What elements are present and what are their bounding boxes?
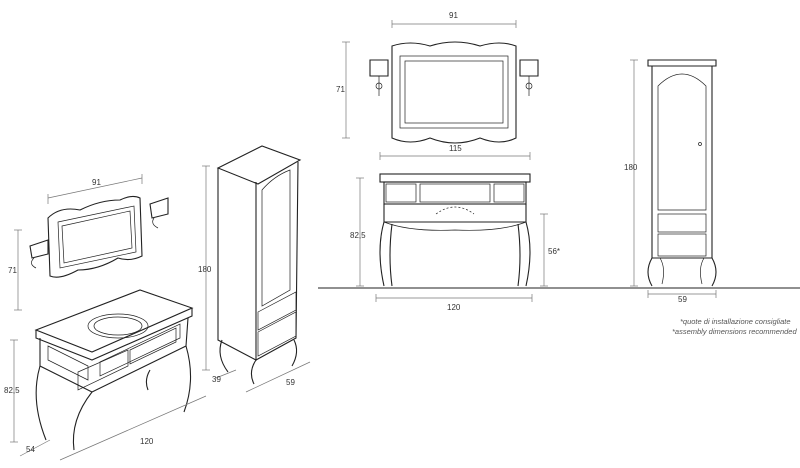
front-sconce-left [369, 59, 389, 96]
f-top-width-label: 115 [449, 144, 462, 153]
note-italian: *quote di installazione consigliate [680, 317, 791, 326]
p-vanity-height-label: 82,5 [4, 386, 20, 395]
p-column-height-label: 180 [198, 265, 212, 274]
perspective-vanity [34, 289, 194, 451]
p-column-depth-label: 39 [212, 375, 221, 384]
p-mirror-height-label: 71 [8, 266, 17, 275]
p-mirror-width-label: 91 [92, 178, 101, 187]
f-vanity-height-label: 82,5 [350, 231, 366, 240]
f-base-width-label: 120 [447, 303, 461, 312]
front-mirror [391, 41, 517, 144]
perspective-view: 91 71 82,5 54 120 [4, 145, 311, 461]
note-english: *assembly dimensions recommended [672, 327, 797, 336]
f-install-height-label: 56* [548, 247, 560, 256]
perspective-column [216, 145, 302, 385]
f-column-height-label: 180 [624, 163, 638, 172]
front-vanity [379, 173, 531, 287]
perspective-mirror [47, 195, 143, 278]
f-mirror-width-label: 91 [449, 11, 458, 20]
front-column [647, 59, 717, 287]
front-sconce-right [519, 59, 539, 96]
f-mirror-height-label: 71 [336, 85, 345, 94]
p-vanity-width-label: 120 [140, 437, 154, 446]
p-vanity-depth-label: 54 [26, 445, 35, 454]
perspective-sconce-left [29, 239, 49, 269]
perspective-sconce-right [149, 197, 169, 229]
front-view: 91 71 115 82,5 56* [318, 11, 800, 312]
p-column-width-label: 59 [286, 378, 295, 387]
f-column-width-label: 59 [678, 295, 687, 304]
